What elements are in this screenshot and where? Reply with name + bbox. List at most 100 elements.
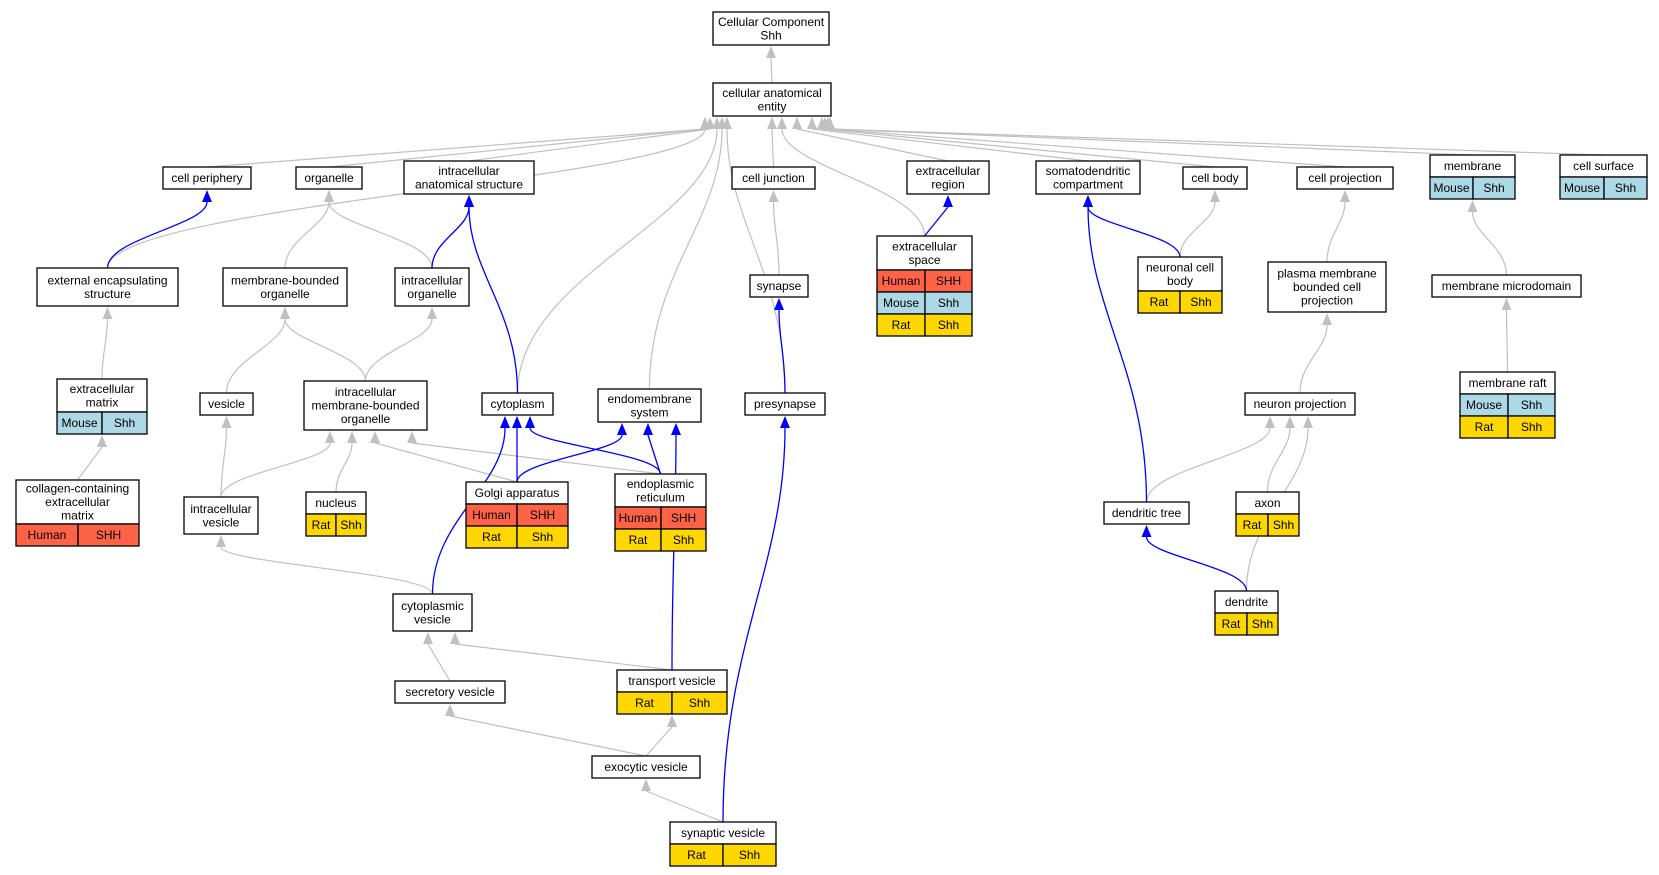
species-label: Human	[882, 274, 921, 288]
edge-er-to-cytoplasm	[529, 427, 662, 475]
edge-er-to-imbo	[411, 442, 661, 475]
node-label: matrix	[86, 395, 119, 409]
gene-cell	[101, 411, 148, 435]
node-exoves[interactable]: exocytic vesicle	[591, 755, 701, 779]
node-ccecm[interactable]: collagen-containingextracellularmatrixHu…	[15, 479, 140, 547]
gene-label: Shh	[938, 318, 959, 332]
gene-label: Shh	[689, 696, 710, 710]
node-memmicro[interactable]: membrane microdomain	[1431, 274, 1582, 298]
edge-ccecm-to-ecm	[77, 446, 103, 481]
species-label: Mouse	[1433, 181, 1469, 195]
node-box	[712, 11, 830, 46]
edge-mbo-to-organelle	[284, 201, 330, 269]
node-vesicle[interactable]: vesicle	[199, 392, 254, 416]
node-secves[interactable]: secretory vesicle	[394, 680, 506, 704]
edge-golgi-to-endomem	[516, 434, 623, 483]
arrowhead-cae-to-root	[766, 46, 776, 58]
node-organelle[interactable]: organelle	[295, 166, 363, 190]
arrowhead-dtree-to-somato	[1083, 195, 1093, 207]
arrowhead-transves-to-endomem	[671, 423, 681, 435]
species-label: Rat	[892, 318, 911, 332]
species-label: Rat	[635, 696, 654, 710]
edge-io-to-ias	[431, 206, 470, 269]
arrowhead-ecm-to-ecs	[102, 307, 113, 319]
species-label: Human	[619, 511, 658, 525]
node-box	[1182, 166, 1248, 190]
node-box	[394, 267, 470, 307]
node-cellbody[interactable]: cell body	[1182, 166, 1248, 190]
node-label: organelle	[260, 287, 310, 301]
node-box	[614, 473, 707, 508]
node-label: cell periphery	[171, 171, 242, 185]
node-presyn[interactable]: presynapse	[744, 392, 826, 416]
edge-cytoplasm-to-cae	[516, 128, 718, 394]
arrowhead-secves-to-cytves	[423, 632, 433, 644]
edges-layer	[77, 46, 1604, 823]
gene-label: Shh	[1615, 181, 1636, 195]
gene-label: Shh	[938, 296, 959, 310]
edge-exoves-to-secves	[449, 715, 647, 757]
gene-cell	[671, 691, 728, 715]
arrowhead-cellsurf-to-cae	[825, 117, 835, 129]
node-neuproj[interactable]: neuron projection	[1244, 392, 1356, 416]
node-cytoplasm[interactable]: cytoplasm	[481, 392, 554, 416]
gene-label: SHH	[96, 528, 121, 542]
node-label: membrane microdomain	[1442, 279, 1571, 293]
node-synapse[interactable]: synapse	[749, 274, 809, 298]
species-label: Rat	[1243, 518, 1262, 532]
node-cellper[interactable]: cell periphery	[162, 166, 252, 190]
node-box	[36, 267, 179, 307]
node-label: extracellular	[892, 239, 957, 253]
node-label: system	[630, 405, 668, 419]
species-label: Mouse	[1564, 181, 1600, 195]
arrowhead-extspace-to-extreg	[943, 195, 953, 207]
node-box	[731, 166, 816, 190]
edge-endomem-to-cae	[648, 128, 723, 390]
edge-io-to-organelle	[328, 201, 433, 269]
node-label: extracellular	[45, 495, 110, 509]
arrowhead-memraft-to-memmicro	[1501, 298, 1512, 310]
node-label: intracellular	[190, 502, 251, 516]
node-box	[222, 267, 348, 307]
node-label: organelle	[341, 412, 391, 426]
arrowhead-io-to-organelle	[324, 190, 334, 202]
node-celljunc[interactable]: cell junction	[731, 166, 816, 190]
gene-cell	[1246, 612, 1279, 636]
node-box	[162, 166, 252, 190]
node-label: Golgi apparatus	[475, 486, 560, 500]
gene-cell	[660, 528, 707, 552]
node-cellproj[interactable]: cell projection	[1296, 166, 1394, 190]
arrowhead-imbo-to-io	[427, 307, 437, 319]
arrowhead-golgi-to-endomem	[617, 423, 627, 435]
node-label: region	[931, 177, 964, 191]
edge-vesicle-to-mbo	[225, 318, 286, 394]
node-dtree[interactable]: dendritic tree	[1103, 501, 1190, 525]
arrowhead-pmbcp-to-cellproj	[1340, 190, 1350, 202]
